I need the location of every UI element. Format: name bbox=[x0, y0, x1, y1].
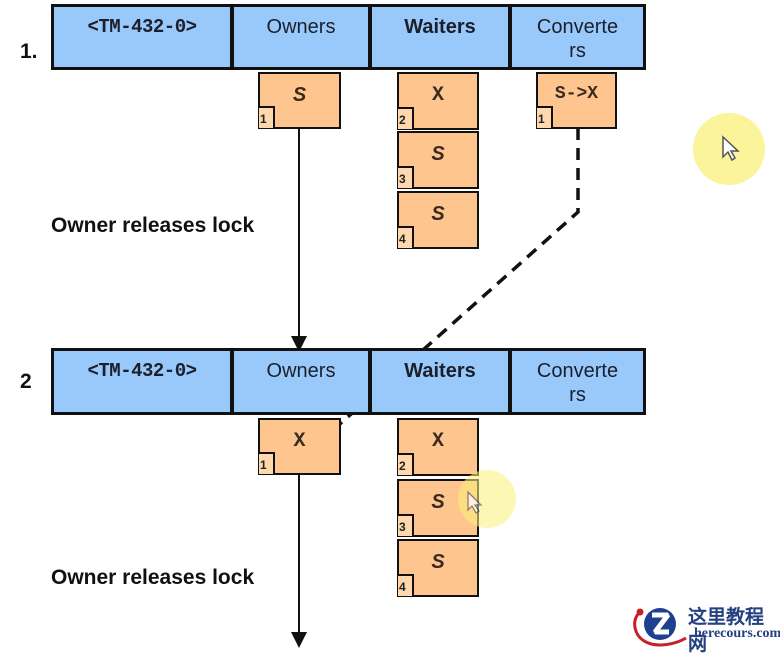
watermark-site: herecours.com bbox=[694, 626, 780, 641]
waiters-header-1: Waiters bbox=[369, 4, 511, 70]
lock-seq: 2 bbox=[398, 107, 414, 129]
lock-seq: 1 bbox=[537, 106, 553, 128]
lock-mode: X bbox=[293, 430, 306, 453]
step-number-2: 2 bbox=[20, 370, 32, 393]
converter-lock-1: S->X 1 bbox=[536, 72, 617, 129]
cursor-highlight-2 bbox=[458, 470, 516, 528]
owner-lock-1: S 1 bbox=[258, 72, 341, 129]
waiters-header-2: Waiters bbox=[369, 348, 511, 415]
owners-header-2: Owners bbox=[231, 348, 371, 415]
lock-seq: 1 bbox=[259, 106, 275, 128]
lock-seq: 3 bbox=[398, 166, 414, 188]
lock-seq: 4 bbox=[398, 574, 414, 596]
waiter-lock-1-1: X 2 bbox=[397, 72, 479, 130]
step-number-1: 1. bbox=[20, 40, 38, 63]
z-logo-icon bbox=[633, 608, 687, 647]
owner-lock-2: X 1 bbox=[258, 418, 341, 475]
waiter-lock-1-3: S 4 bbox=[397, 191, 479, 249]
lock-mode: S bbox=[431, 143, 445, 165]
resource-header-2: <TM-432-0> bbox=[51, 348, 233, 415]
waiter-lock-1-2: S 3 bbox=[397, 131, 479, 189]
waiter-lock-2-3: S 4 bbox=[397, 539, 479, 597]
converters-header-2: Converte rs bbox=[509, 348, 646, 415]
lock-mode: S bbox=[292, 84, 307, 106]
cursor-highlight bbox=[693, 113, 765, 185]
lock-seq: 3 bbox=[398, 514, 414, 536]
converters-header-1: Converte rs bbox=[509, 4, 646, 70]
owners-header-1: Owners bbox=[231, 4, 371, 70]
lock-mode: X bbox=[431, 84, 444, 107]
lock-mode: S->X bbox=[554, 84, 599, 104]
transition-label-2: Owner releases lock bbox=[51, 566, 255, 589]
lock-seq: 1 bbox=[259, 452, 275, 474]
watermark-logo: 这里教程网 herecours.com bbox=[628, 600, 780, 655]
lock-mode: X bbox=[431, 430, 444, 453]
mouse-pointer-icon bbox=[467, 490, 483, 514]
resource-header-1: <TM-432-0> bbox=[51, 4, 233, 70]
lock-mode: S bbox=[431, 551, 445, 573]
mouse-pointer-icon bbox=[722, 135, 740, 162]
waiter-lock-2-1: X 2 bbox=[397, 418, 479, 476]
transition-label-1: Owner releases lock bbox=[51, 214, 255, 237]
lock-mode: S bbox=[431, 491, 445, 513]
lock-seq: 4 bbox=[398, 226, 414, 248]
lock-mode: S bbox=[431, 203, 445, 225]
lock-seq: 2 bbox=[398, 453, 414, 475]
